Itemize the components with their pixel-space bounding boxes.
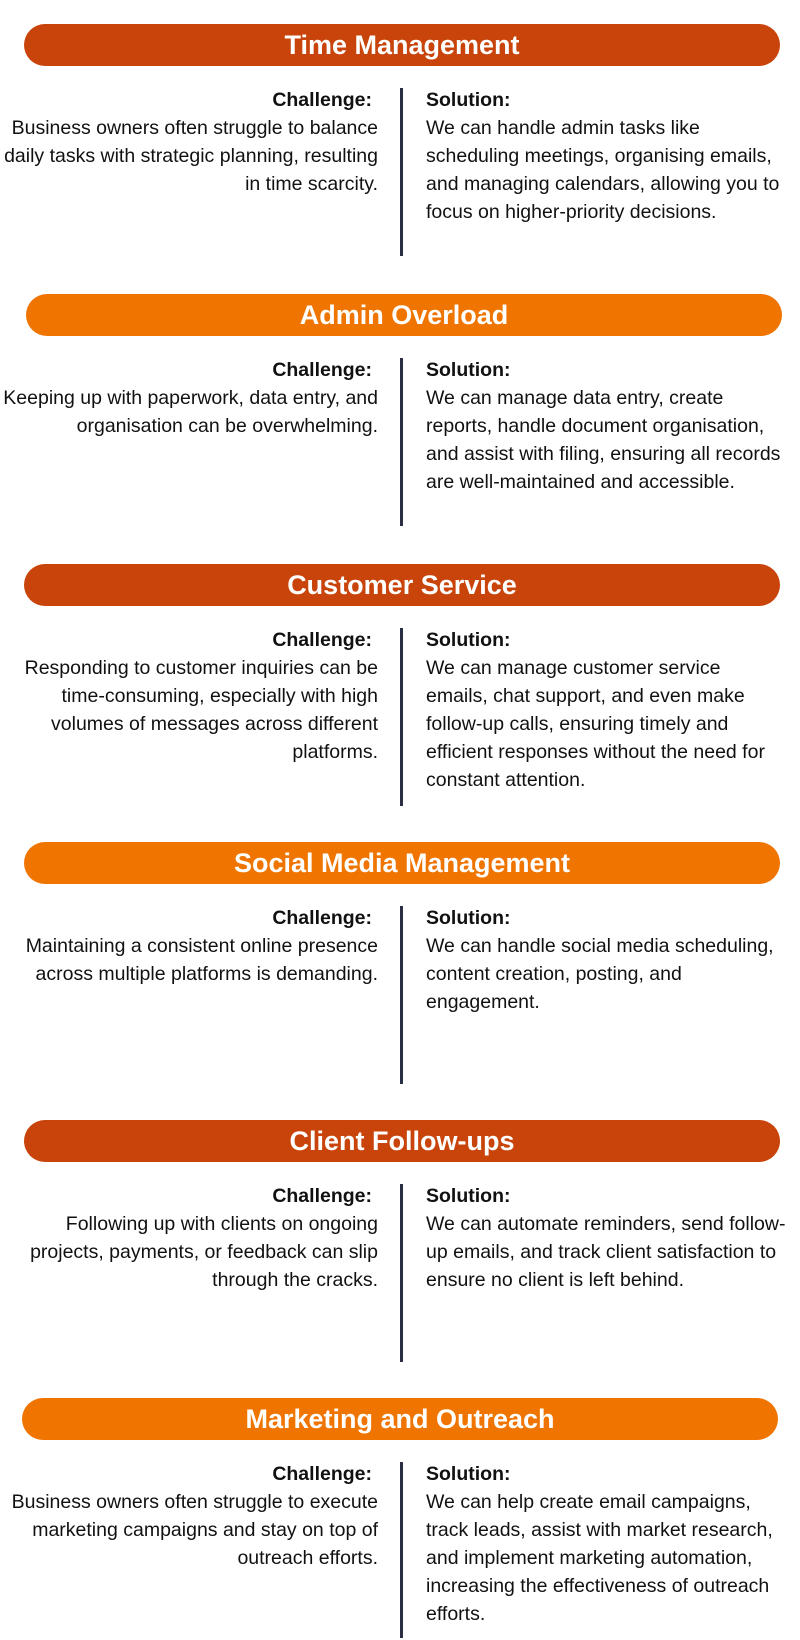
section-title-banner: Marketing and Outreach (22, 1398, 778, 1440)
divider-line (400, 358, 403, 526)
solution-label: Solution: (426, 1463, 511, 1485)
challenge-text: Business owners often struggle to execut… (11, 1491, 378, 1569)
challenge-block: Challenge: Business owners often struggl… (0, 1460, 378, 1572)
section-title-banner: Customer Service (24, 564, 780, 606)
solution-label: Solution: (426, 629, 511, 651)
challenge-label: Challenge: (272, 359, 372, 381)
solution-block: Solution: We can automate reminders, sen… (426, 1182, 786, 1294)
solution-text: We can handle admin tasks like schedulin… (426, 117, 780, 223)
solution-label: Solution: (426, 1185, 511, 1207)
solution-text: We can automate reminders, send follow-u… (426, 1213, 786, 1291)
challenge-text: Responding to customer inquiries can be … (24, 657, 378, 763)
divider-line (400, 88, 403, 256)
section-title: Time Management (284, 29, 520, 60)
challenge-block: Challenge: Responding to customer inquir… (0, 626, 378, 766)
challenge-text: Business owners often struggle to balanc… (4, 117, 378, 195)
section-title: Client Follow-ups (289, 1125, 515, 1156)
challenge-label: Challenge: (272, 89, 372, 111)
section-title-banner: Social Media Management (24, 842, 780, 884)
section-title: Admin Overload (299, 299, 509, 330)
challenge-label: Challenge: (272, 629, 372, 651)
challenge-label: Challenge: (272, 1185, 372, 1207)
challenge-text: Following up with clients on ongoing pro… (30, 1213, 378, 1291)
challenge-label: Challenge: (272, 1463, 372, 1485)
solution-block: Solution: We can manage customer service… (426, 626, 786, 794)
section-title-banner: Admin Overload (26, 294, 782, 336)
section-title-banner: Client Follow-ups (24, 1120, 780, 1162)
solution-block: Solution: We can help create email campa… (426, 1460, 786, 1628)
solution-text: We can help create email campaigns, trac… (426, 1491, 773, 1625)
divider-line (400, 906, 403, 1084)
challenge-text: Maintaining a consistent online presence… (25, 935, 378, 985)
section-title: Marketing and Outreach (245, 1403, 555, 1434)
challenge-label: Challenge: (272, 907, 372, 929)
divider-line (400, 1184, 403, 1362)
solution-label: Solution: (426, 907, 511, 929)
solution-block: Solution: We can manage data entry, crea… (426, 356, 786, 496)
section-title: Social Media Management (233, 847, 571, 878)
divider-line (400, 628, 403, 806)
challenge-text: Keeping up with paperwork, data entry, a… (3, 387, 378, 437)
solution-text: We can handle social media scheduling, c… (426, 935, 774, 1013)
solution-text: We can manage data entry, create reports… (426, 387, 781, 493)
challenge-block: Challenge: Keeping up with paperwork, da… (0, 356, 378, 440)
challenge-block: Challenge: Maintaining a consistent onli… (0, 904, 378, 988)
section-title-banner: Time Management (24, 24, 780, 66)
challenge-block: Challenge: Following up with clients on … (0, 1182, 378, 1294)
solution-label: Solution: (426, 359, 511, 381)
challenge-block: Challenge: Business owners often struggl… (0, 86, 378, 198)
solution-block: Solution: We can handle admin tasks like… (426, 86, 786, 226)
divider-line (400, 1462, 403, 1638)
solution-text: We can manage customer service emails, c… (426, 657, 765, 791)
section-title: Customer Service (287, 569, 517, 600)
solution-block: Solution: We can handle social media sch… (426, 904, 786, 1016)
solution-label: Solution: (426, 89, 511, 111)
